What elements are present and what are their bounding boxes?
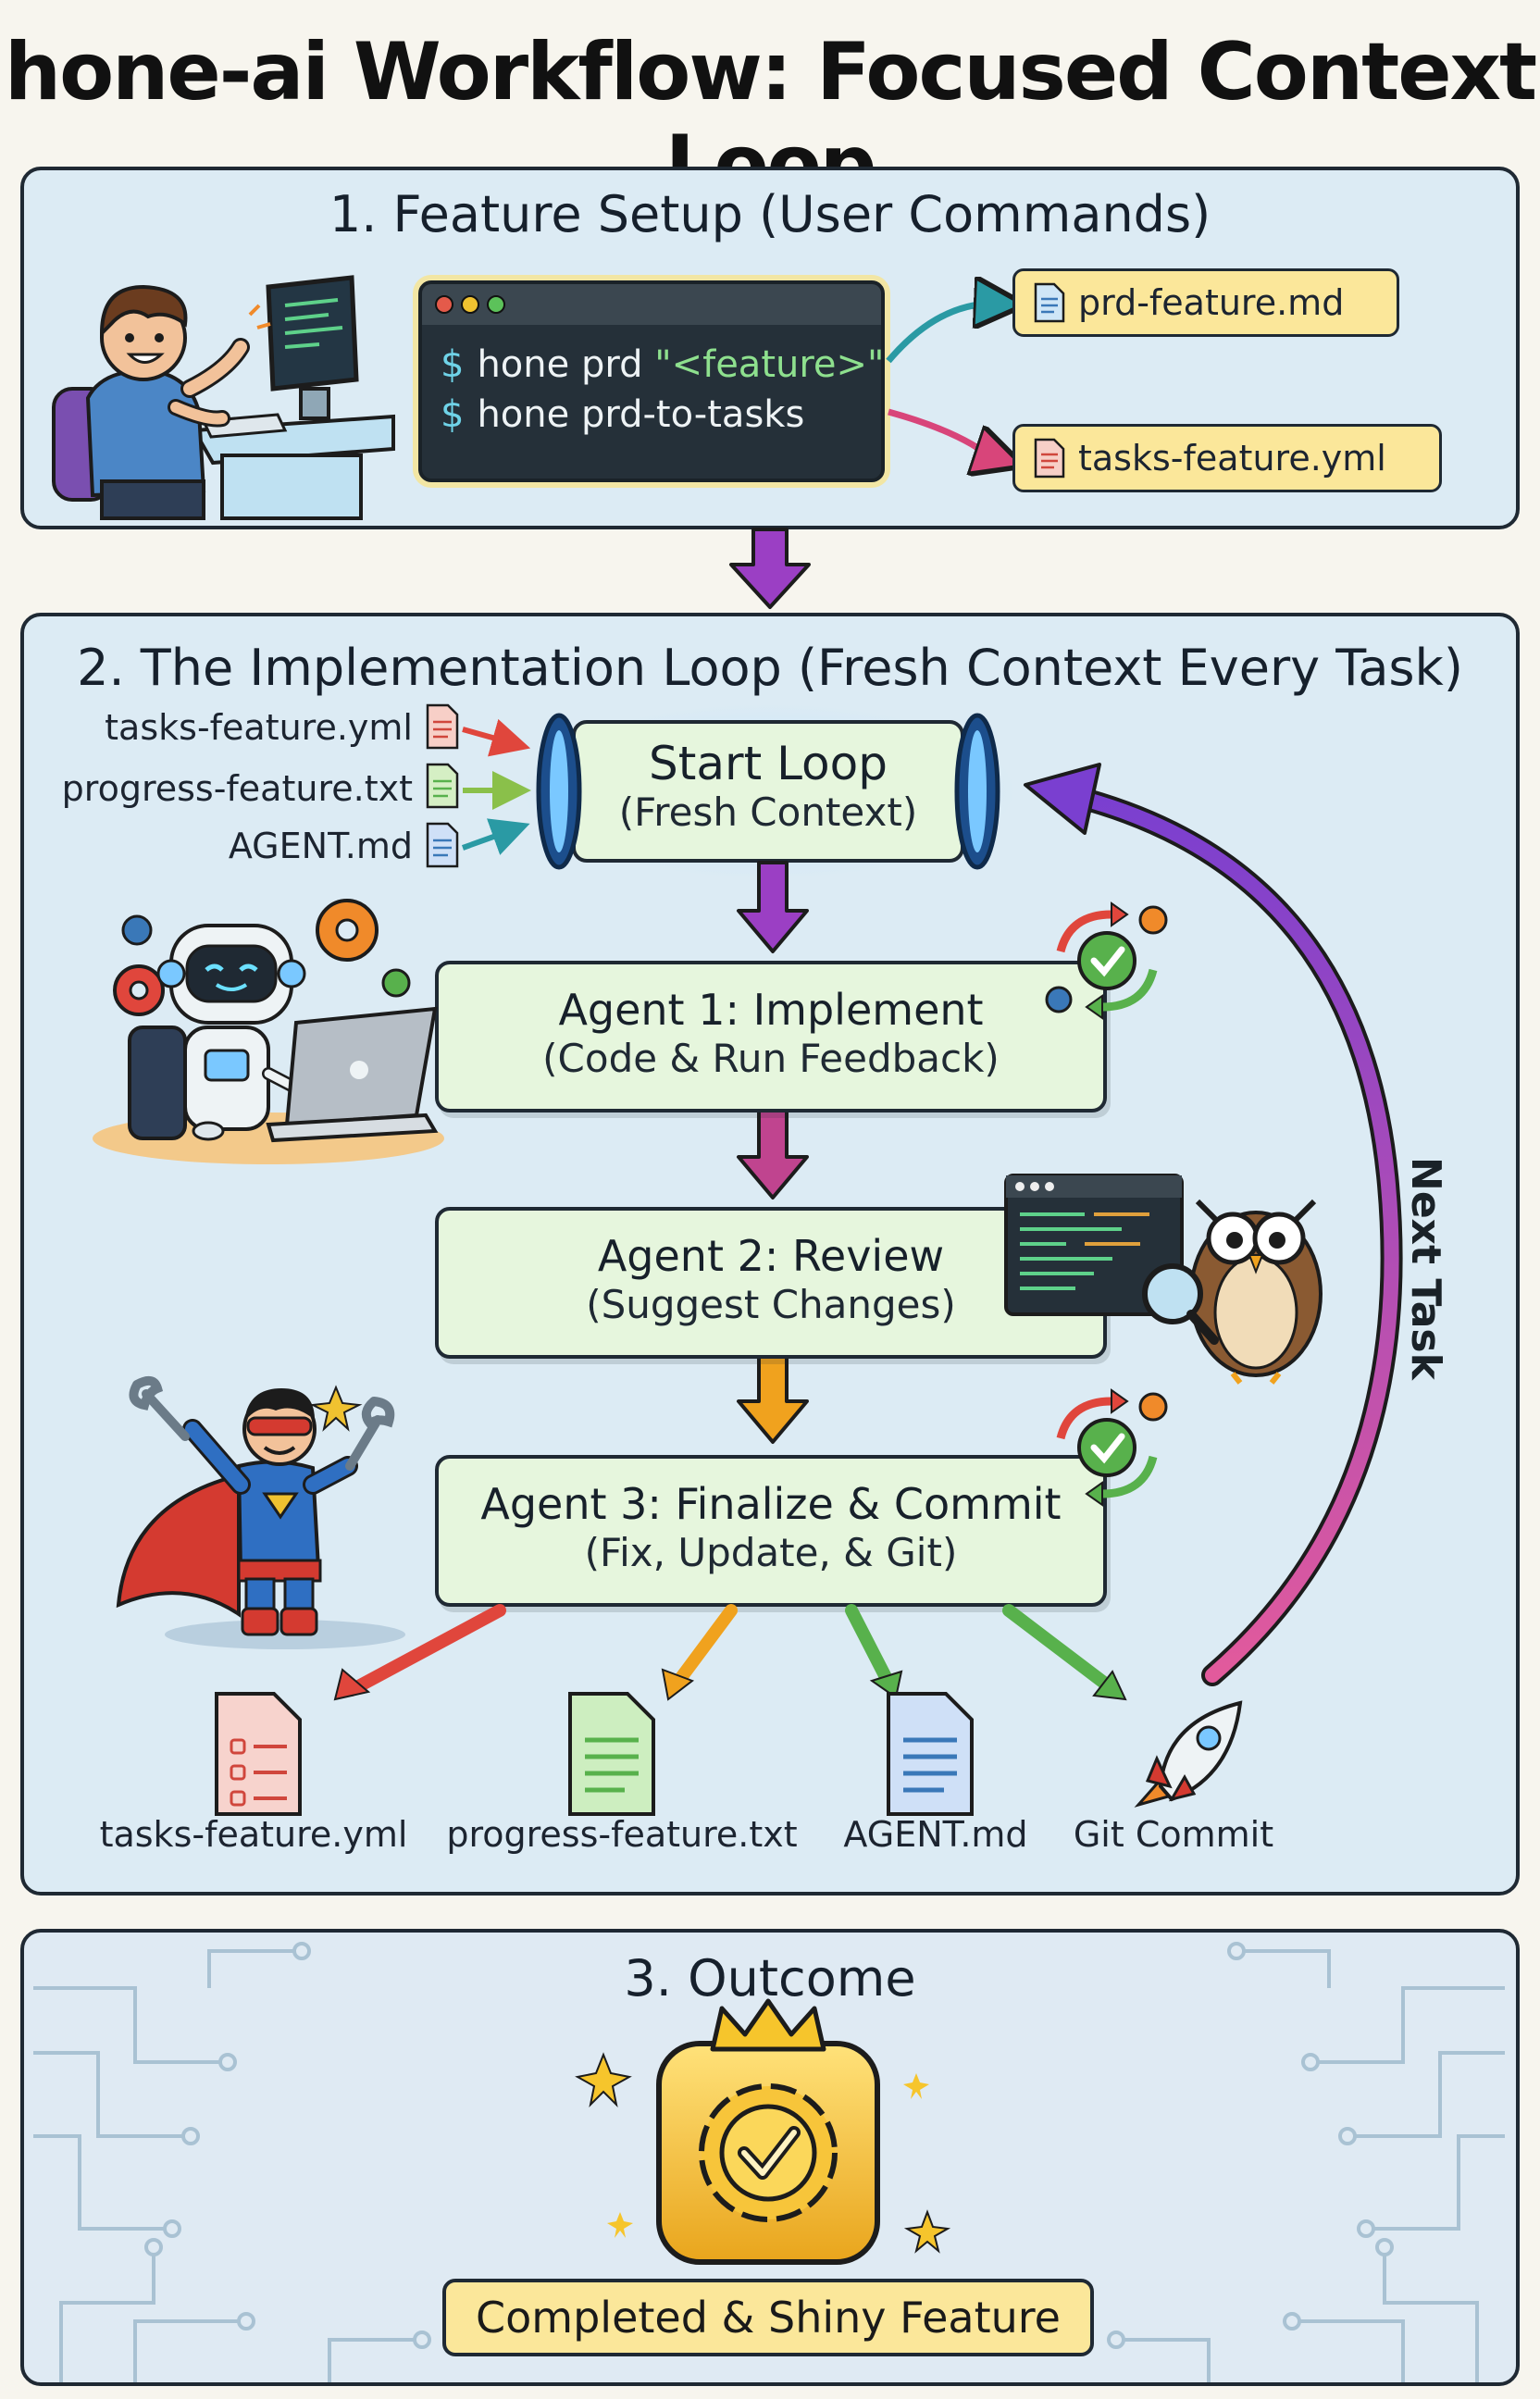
gear-icon — [121, 914, 153, 946]
prompt-symbol: $ — [441, 393, 465, 436]
start-loop-box: Start Loop (Fresh Context) — [574, 722, 962, 861]
agent3-subtitle: (Fix, Update, & Git) — [584, 1530, 958, 1575]
agent1-title: Agent 1: Implement — [558, 985, 984, 1035]
agent2-box: Agent 2: Review (Suggest Changes) — [435, 1207, 1107, 1359]
agent3-title: Agent 3: Finalize & Commit — [480, 1479, 1062, 1529]
input-agent-label: AGENT.md — [228, 826, 413, 866]
implementation-loop-heading: 2. The Implementation Loop (Fresh Contex… — [77, 639, 1463, 697]
close-dot-icon — [435, 295, 453, 314]
document-icon — [568, 1692, 655, 1816]
command-2: hone prd-to-tasks — [477, 393, 805, 436]
document-icon — [1034, 438, 1065, 479]
circuit-pattern — [33, 1942, 1505, 2382]
output-icons — [215, 1692, 1243, 1816]
agent1-subtitle: (Code & Run Feedback) — [542, 1036, 1000, 1081]
owl-illustration — [1004, 1174, 1323, 1385]
rocket-icon — [1134, 1700, 1243, 1808]
document-icon — [426, 703, 459, 750]
prd-file-label: prd-feature.md — [1078, 282, 1345, 323]
input-file-icons — [426, 703, 531, 868]
command-line-2: $ hone prd-to-tasks — [441, 393, 804, 436]
outcome-heading: 3. Outcome — [624, 1949, 916, 2007]
agent1-box: Agent 1: Implement (Code & Run Feedback) — [435, 961, 1107, 1112]
gear-icon — [113, 964, 165, 1016]
agent2-subtitle: (Suggest Changes) — [586, 1282, 956, 1327]
terminal-window: $ hone prd "<feature>" $ hone prd-to-tasks — [418, 280, 885, 482]
arrow-start-to-agent1 — [737, 861, 809, 953]
wrench-icon — [129, 1375, 190, 1441]
arrow-to-agent-output — [845, 1604, 893, 1685]
maximize-dot-icon — [487, 295, 505, 314]
arrow-to-git-output — [1002, 1604, 1115, 1693]
prompt-symbol: $ — [441, 343, 465, 386]
outcome-label: Completed & Shiny Feature — [442, 2279, 1094, 2356]
command-1-arg: "<feature>" — [654, 343, 885, 386]
start-loop-subtitle: (Fresh Context) — [618, 789, 918, 835]
arrow-to-tasks — [888, 408, 1000, 458]
arrow-to-progress-output — [671, 1604, 738, 1689]
arrow-agent2-to-agent3 — [737, 1355, 809, 1444]
page-title: hone-ai Workflow: Focused Context Loop — [4, 26, 1537, 211]
command-line-1: $ hone prd "<feature>" — [441, 343, 884, 386]
gear-icon — [381, 968, 411, 998]
next-task-arrow — [1024, 763, 1403, 1686]
next-task-label: Next Task — [1402, 1157, 1449, 1380]
agent2-title: Agent 2: Review — [597, 1231, 945, 1281]
checkmark-cycle-icon — [1056, 1388, 1168, 1507]
setup-to-loop-arrow — [729, 528, 811, 609]
document-icon — [1034, 282, 1065, 323]
minimize-dot-icon — [461, 295, 479, 314]
agent3-box: Agent 3: Finalize & Commit (Fix, Update,… — [435, 1455, 1107, 1607]
feature-setup-heading: 1. Feature Setup (User Commands) — [329, 185, 1211, 243]
arrow-agent1-to-agent2 — [737, 1109, 809, 1200]
output-git-label: Git Commit — [1073, 1814, 1274, 1855]
wrench-icon — [345, 1397, 395, 1471]
start-loop-title: Start Loop — [649, 737, 888, 790]
document-icon — [215, 1692, 302, 1816]
input-tasks-label: tasks-feature.yml — [105, 707, 413, 748]
terminal-titlebar — [422, 284, 881, 325]
trophy-gear-icon — [575, 1998, 951, 2265]
tasks-file-tag: tasks-feature.yml — [1012, 424, 1442, 492]
flow-arrows — [737, 861, 809, 1444]
gear-icon — [316, 899, 379, 962]
output-tasks-label: tasks-feature.yml — [99, 1814, 408, 1855]
checkmark-cycle-icon — [1045, 901, 1168, 1020]
output-progress-label: progress-feature.txt — [446, 1814, 798, 1855]
developer-illustration — [52, 275, 395, 520]
document-icon — [887, 1692, 974, 1816]
arrow-to-tasks-output — [345, 1604, 506, 1697]
superhero-illustration — [116, 1375, 405, 1649]
command-1-base: hone prd — [477, 343, 643, 386]
document-icon — [426, 822, 459, 868]
document-icon — [426, 763, 459, 809]
prd-file-tag: prd-feature.md — [1012, 268, 1399, 337]
start-loop-portal — [518, 703, 1018, 879]
output-arrows — [333, 1604, 1127, 1701]
setup-arrows — [886, 268, 1023, 491]
arrow-to-prd — [886, 304, 1000, 364]
output-agent-label: AGENT.md — [843, 1814, 1028, 1855]
robot-illustration — [93, 899, 444, 1164]
tasks-file-label: tasks-feature.yml — [1078, 438, 1386, 479]
magnifier-icon — [1142, 1263, 1219, 1345]
input-progress-label: progress-feature.txt — [61, 768, 413, 809]
